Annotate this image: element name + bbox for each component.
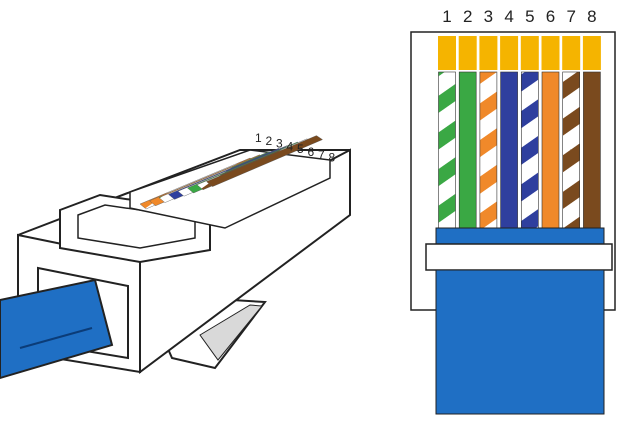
front-pin-number-2: 2 xyxy=(463,7,472,26)
wire-blue xyxy=(500,71,518,229)
wire-brown xyxy=(583,71,601,229)
plug-cable xyxy=(0,278,114,380)
plug-pin-number-8: 8 xyxy=(329,151,336,165)
wire-white-brown xyxy=(562,71,581,229)
front-cable xyxy=(435,269,605,415)
wire-orange xyxy=(541,71,560,229)
wire-white-blue xyxy=(520,71,539,229)
front-wires xyxy=(438,71,601,229)
front-crimp-band xyxy=(425,243,613,271)
plug-pin-number-3: 3 xyxy=(276,137,283,151)
plug-pin-number-1: 1 xyxy=(255,131,262,145)
plug-pin-number-2: 2 xyxy=(266,134,273,148)
front-pin-number-6: 6 xyxy=(546,7,555,26)
plug-pin-number-6: 6 xyxy=(308,145,315,159)
front-pin-number-5: 5 xyxy=(525,7,534,26)
contact-2 xyxy=(458,36,477,70)
contact-5 xyxy=(520,36,539,70)
front-pin-number-4: 4 xyxy=(504,7,513,26)
wire-white-orange xyxy=(479,71,498,229)
contact-7 xyxy=(562,36,581,70)
plug-pin-number-4: 4 xyxy=(287,139,294,153)
front-cable-jacket-top xyxy=(435,227,605,245)
front-pin-number-8: 8 xyxy=(587,7,596,26)
plug-cable-highlight xyxy=(19,327,93,349)
plug-wire-brown xyxy=(206,135,323,187)
contact-1 xyxy=(438,36,456,70)
contact-3 xyxy=(479,36,498,70)
plug-latch-shadow xyxy=(199,304,263,361)
contact-4 xyxy=(500,36,519,70)
front-contacts xyxy=(438,36,601,70)
wire-green xyxy=(458,71,477,229)
front-pin-number-1: 1 xyxy=(442,7,451,26)
wire-white-green xyxy=(438,71,456,229)
plug-wire-channel xyxy=(129,149,331,229)
front-pin-number-3: 3 xyxy=(484,7,493,26)
front-pin-number-7: 7 xyxy=(566,7,575,26)
plug-wires xyxy=(139,135,323,210)
contact-8 xyxy=(582,36,601,70)
plug-pin-number-7: 7 xyxy=(318,148,325,162)
contact-6 xyxy=(541,36,560,70)
plug-pin-number-5: 5 xyxy=(297,142,304,156)
